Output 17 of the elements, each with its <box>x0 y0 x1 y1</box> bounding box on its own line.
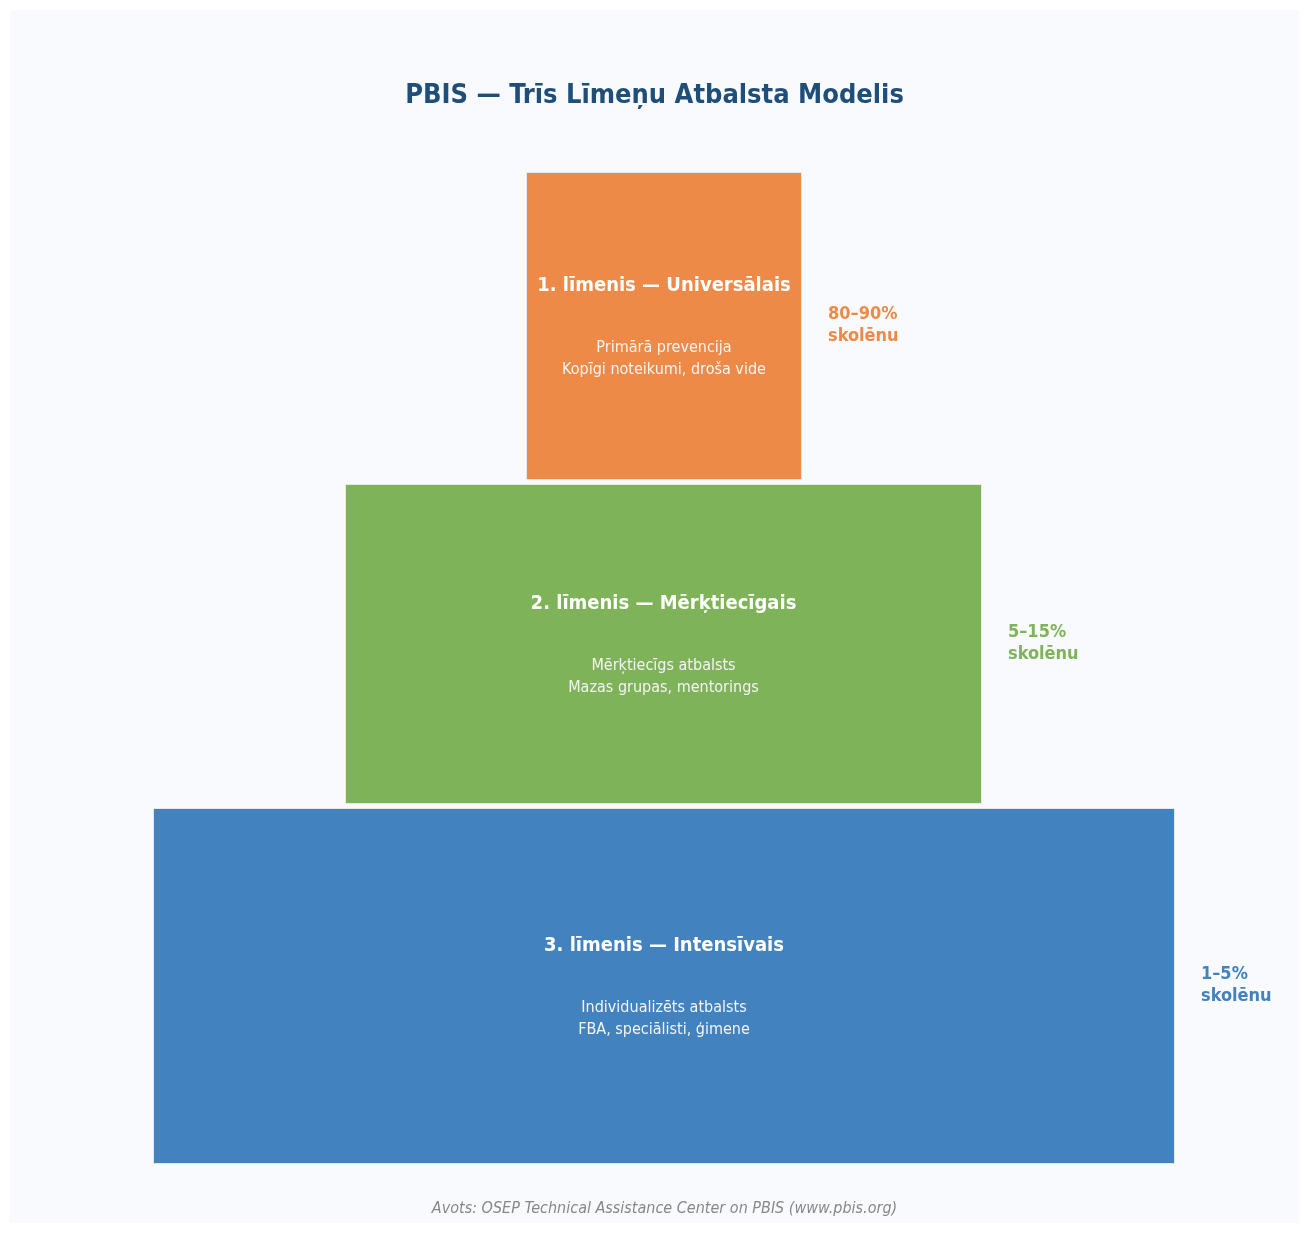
tier-block <box>526 172 802 480</box>
tier-title: 1. līmenis — Universālais <box>537 272 791 296</box>
tier-title: 3. līmenis — Intensīvais <box>544 932 784 956</box>
tier-description: Mērķtiecīgs atbalsts <box>591 654 736 676</box>
tier-description: FBA, speciālisti, ģimene <box>578 1018 750 1040</box>
source-caption: Avots: OSEP Technical Assistance Center on PBIS (www.pbis.org) <box>430 1198 899 1217</box>
percentage-label: 80–90% skolēnu <box>828 302 900 346</box>
diagram-title: PBIS — Trīs Līmeņu Atbalsta Modelis <box>404 78 905 109</box>
tier-description: Kopīgi noteikumi, droša vide <box>562 358 766 380</box>
percentage-label: 5–15% skolēnu <box>1008 620 1080 664</box>
percentage-label: 1–5% skolēnu <box>1201 962 1273 1006</box>
tier-title: 2. līmenis — Mērķtiecīgais <box>530 590 797 614</box>
tier-description: Individualizēts atbalsts <box>581 996 747 1018</box>
tier-description: Mazas grupas, mentorings <box>568 676 759 698</box>
tier-block <box>153 808 1175 1164</box>
tier-block <box>345 484 982 804</box>
tier-description: Primārā prevencija <box>596 336 732 358</box>
